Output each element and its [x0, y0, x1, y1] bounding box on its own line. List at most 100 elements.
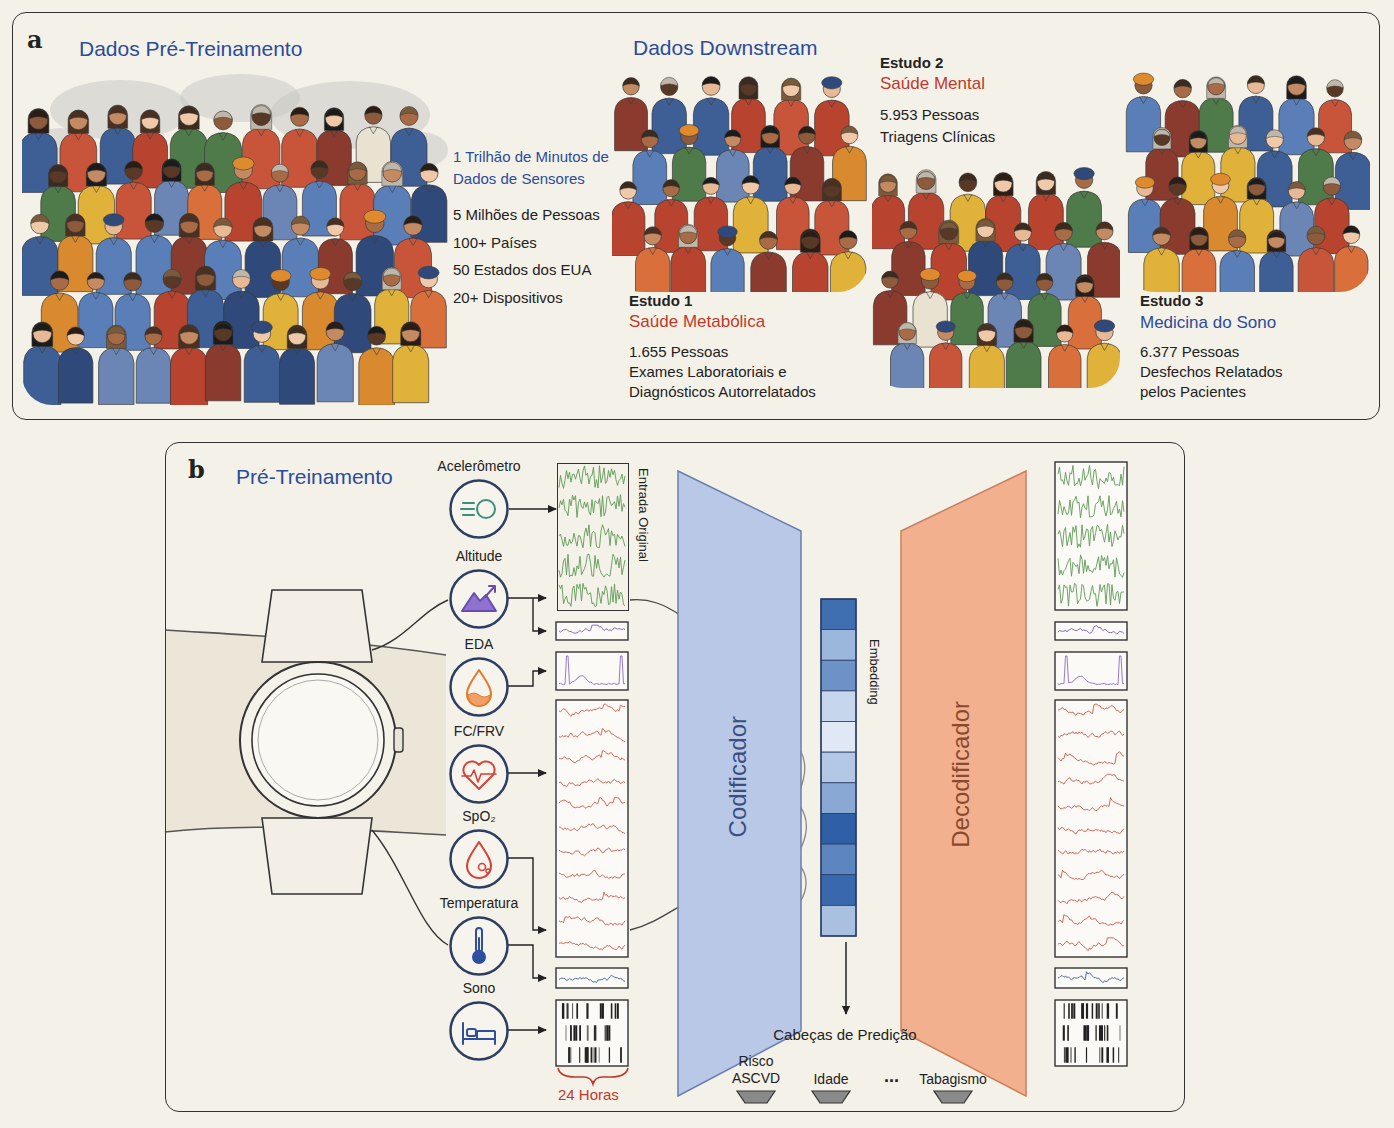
embedding-cell — [821, 599, 856, 630]
person-head — [271, 165, 288, 182]
signal-arrow — [508, 671, 546, 686]
embedding-vector-outline — [821, 599, 856, 936]
node-label: EDA — [419, 636, 539, 652]
person-head — [163, 270, 181, 288]
person-collar — [168, 291, 176, 298]
person-hair — [1307, 128, 1324, 137]
person-torso — [753, 147, 787, 202]
text-label: ... — [884, 1066, 899, 1087]
person-collar — [1101, 242, 1109, 249]
sensor-signal — [1058, 704, 1124, 715]
sleep-bar — [600, 1003, 602, 1018]
node-label: Temperatura — [419, 895, 539, 911]
person-head — [900, 222, 917, 239]
person-hair — [1207, 77, 1226, 99]
person-hair — [880, 175, 897, 183]
person-torso — [1279, 98, 1314, 155]
person-head — [344, 272, 362, 290]
sensor-circle-outline — [449, 479, 509, 539]
sensor-icon — [478, 938, 480, 954]
text-label: Estudo 2 — [880, 54, 943, 71]
person-hair — [400, 106, 418, 115]
sleep-bar — [585, 1047, 586, 1062]
person-collar — [649, 247, 657, 254]
person-hair — [50, 165, 67, 174]
person-hair — [679, 224, 698, 247]
sensor-signal — [1058, 938, 1124, 951]
sleep-bar — [617, 1003, 619, 1018]
sensor-circle: SpO₂ — [449, 829, 509, 889]
text-label: 20+ Dispositivos — [453, 289, 563, 306]
person-hair — [213, 321, 233, 345]
person-torso — [793, 251, 829, 292]
sensor-icon — [462, 593, 496, 611]
person-torso — [1182, 248, 1216, 292]
sleep-bar — [605, 1025, 606, 1040]
sleep-bar — [1092, 1003, 1094, 1018]
person-head — [1153, 227, 1171, 245]
text-label: Exames Laboratoriais e Diagnósticos Auto… — [629, 362, 834, 402]
person-collar — [627, 97, 635, 104]
person-hair — [1153, 127, 1171, 148]
sensor-signal — [559, 916, 625, 925]
signal-box — [556, 968, 628, 988]
person-head — [1154, 129, 1170, 145]
person-hair — [661, 77, 678, 86]
node-label: Codificador — [724, 716, 752, 837]
sleep-bar — [595, 1047, 597, 1062]
person-head — [623, 79, 639, 95]
sensor-signal — [1058, 496, 1124, 518]
person-collar — [239, 182, 248, 190]
person-hair — [145, 327, 162, 336]
person-torso — [317, 343, 353, 401]
sensor-signal — [559, 975, 625, 982]
sleep-bar — [1063, 1025, 1065, 1040]
sensor-circle: EDA — [449, 657, 509, 717]
person-collar — [747, 197, 755, 204]
person-hair — [1169, 177, 1187, 186]
sensor-signal — [1058, 774, 1124, 784]
person-torso — [280, 347, 315, 404]
person-hair — [180, 107, 199, 115]
person-collar — [685, 147, 693, 154]
person-torso — [908, 192, 943, 249]
person-collar — [36, 236, 45, 244]
person-torso — [1006, 341, 1041, 388]
person-hair — [291, 216, 309, 225]
person-head — [145, 328, 162, 345]
person-collar — [1080, 191, 1088, 198]
text-label: 6.377 Pessoas — [1140, 343, 1239, 360]
person-collar — [331, 239, 339, 246]
text-label: Saúde Metabólica — [629, 312, 765, 332]
person-turban — [103, 214, 124, 226]
sensor-signal — [1058, 626, 1124, 634]
person-hair — [404, 216, 422, 225]
person-hair — [1077, 276, 1094, 283]
person-hair — [106, 325, 126, 348]
person-hair — [1267, 230, 1286, 252]
sensor-circle: Altitude — [449, 569, 509, 629]
person-hair — [251, 104, 272, 129]
person-hair — [68, 110, 89, 133]
person-head — [1208, 78, 1225, 95]
sleep-bar — [1083, 1003, 1084, 1018]
person-hair — [383, 162, 402, 171]
decoder-trapezoid: Decodificador — [901, 471, 1026, 1096]
person-hair — [291, 107, 309, 116]
person-hair — [1288, 77, 1306, 86]
person-hair — [995, 173, 1013, 182]
sensor-signal — [1058, 915, 1124, 926]
person-collar — [964, 194, 972, 201]
person-turban — [252, 321, 273, 333]
embedding-cell — [821, 722, 856, 753]
person-head — [180, 107, 199, 126]
person-hair — [67, 327, 84, 336]
person-torso — [282, 238, 318, 297]
person-torso — [1298, 248, 1334, 292]
person-turban — [679, 124, 699, 136]
text-label: Desfechos Relatados pelos Pacientes — [1140, 362, 1290, 402]
person-collar — [237, 291, 245, 298]
prediction-head-outline — [737, 1091, 775, 1103]
person-hair — [976, 218, 995, 241]
person-head — [641, 131, 658, 148]
